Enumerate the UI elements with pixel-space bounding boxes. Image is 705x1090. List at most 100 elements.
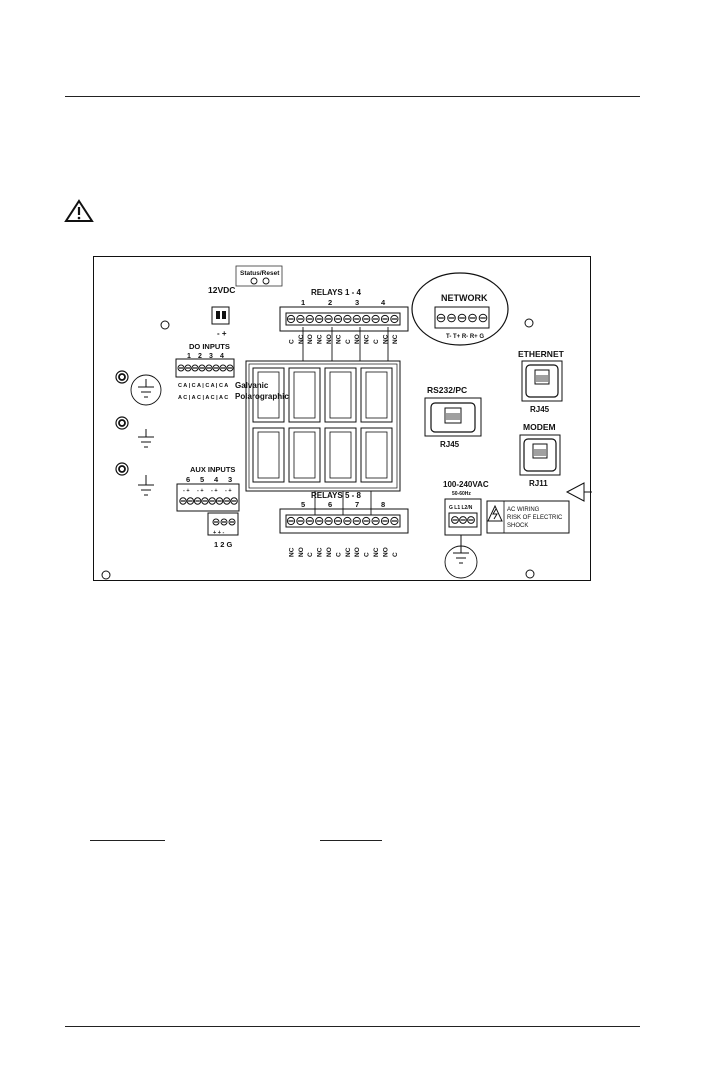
aux-inputs: AUX INPUTS 6 5 4 3 - + - + - + - + + + -…	[176, 465, 240, 549]
power-12vdc: 12VDC - +	[208, 285, 235, 338]
relay-cell	[360, 367, 393, 423]
rs232-port: RS232/PC RJ45	[424, 385, 482, 449]
reset-button	[262, 277, 270, 285]
aux-sign: - +	[183, 488, 190, 494]
ac-warning-line: RISK OF ELECTRIC	[507, 515, 563, 521]
network-pins: T- T+ R- R+ G	[446, 334, 484, 340]
wiring-panel-diagram: Status/Reset 12VDC - + RELAYS 1 - 4 1 2 …	[93, 256, 592, 581]
shock-hazard-icon	[487, 504, 503, 522]
rs232-jack: RJ45	[440, 440, 460, 449]
aux-sign: - +	[225, 488, 232, 494]
mounting-hole	[101, 570, 111, 580]
network: NETWORK T- T+ R- R+ G	[411, 272, 509, 346]
aux-number: 5	[200, 475, 204, 484]
terminal-label: NC	[317, 547, 324, 557]
terminal-label: NO	[298, 547, 305, 557]
network-title: NETWORK	[441, 293, 488, 303]
do-row2: A C | A C | A C | A C	[178, 395, 228, 401]
ethernet-jack: RJ45	[530, 405, 550, 414]
terminal-label: NC	[345, 547, 352, 557]
modem-jack: RJ11	[529, 479, 548, 488]
relay-number: 4	[381, 298, 386, 307]
terminal-label: C	[392, 552, 399, 557]
aux-inputs-title: AUX INPUTS	[190, 465, 235, 474]
terminal-label: NC	[392, 334, 399, 344]
aux-number: 3	[228, 475, 232, 484]
do-inputs: DO INPUTS 1 2 3 4 C A | C A | C A | C A …	[175, 342, 289, 401]
relay-cell	[288, 367, 321, 423]
relay-number: 7	[355, 500, 359, 509]
underline-right	[320, 840, 382, 841]
terminal-label: C	[335, 552, 342, 557]
galvanic-label: Galvanic	[235, 381, 269, 390]
status-led	[250, 277, 258, 285]
relay-number: 3	[355, 298, 359, 307]
relay-cell	[252, 427, 285, 483]
modem-port: MODEM RJ11	[519, 422, 561, 488]
relay-cell	[324, 367, 357, 423]
modem-title: MODEM	[523, 422, 556, 432]
relay-bank	[245, 360, 401, 492]
terminal-label: NC	[288, 547, 295, 557]
mounting-holes	[101, 318, 535, 580]
terminal-label: C	[345, 339, 352, 344]
ac-input: 100-240VAC 50-60Hz G L1 L2/N	[443, 480, 489, 579]
ac-warning-line: SHOCK	[507, 523, 528, 529]
relay-number: 1	[301, 298, 305, 307]
terminal-label: NC	[335, 334, 342, 344]
status-reset: Status/Reset	[235, 265, 283, 287]
relay-cell	[288, 427, 321, 483]
top-rule	[65, 96, 640, 97]
caution-icon	[64, 199, 94, 222]
ac-warning-line: AC WIRING	[507, 507, 540, 513]
ground-symbols	[115, 370, 162, 496]
power-12vdc-label: 12VDC	[208, 285, 235, 295]
terminal-label: NC	[298, 334, 305, 344]
relay-number: 6	[328, 500, 332, 509]
ethernet-title: ETHERNET	[518, 349, 565, 359]
ac-pins: G L1 L2/N	[449, 505, 473, 511]
terminal-label: NO	[326, 334, 333, 344]
relay-number: 8	[381, 500, 385, 509]
rs232-title: RS232/PC	[427, 385, 467, 395]
terminal-label: NC	[317, 334, 324, 344]
relays-bottom-title: RELAYS 5 - 8	[311, 491, 361, 500]
mounting-hole	[160, 320, 170, 330]
relays-top-title: RELAYS 1 - 4	[311, 288, 361, 297]
do-number: 3	[209, 353, 213, 360]
aux-sign: - +	[211, 488, 218, 494]
aux-sign: - +	[197, 488, 204, 494]
do-number: 2	[198, 353, 202, 360]
mounting-hole	[524, 318, 534, 328]
relay-number: 2	[328, 298, 332, 307]
terminal-label: NC	[382, 334, 389, 344]
status-reset-label: Status/Reset	[240, 270, 280, 277]
ac-freq: 50-60Hz	[452, 491, 471, 497]
terminal-label: NO	[354, 547, 361, 557]
terminal-label: NO	[307, 334, 314, 344]
power-12vdc-polarity: - +	[217, 329, 227, 338]
aux-lower-signs: + + -	[213, 530, 224, 536]
relay-cell	[324, 427, 357, 483]
relay-number: 5	[301, 500, 305, 509]
terminal-label: C	[373, 339, 380, 344]
do-row1: C A | C A | C A | C A	[178, 383, 228, 389]
do-number: 4	[220, 353, 224, 360]
do-inputs-title: DO INPUTS	[189, 342, 230, 351]
relay-cell	[360, 427, 393, 483]
aux-number: 4	[214, 475, 219, 484]
terminal-label: NO	[326, 547, 333, 557]
bottom-rule	[65, 1026, 640, 1027]
underline-left	[90, 840, 165, 841]
ac-title: 100-240VAC	[443, 480, 489, 489]
mounting-hole	[525, 569, 535, 579]
terminal-label: NC	[373, 547, 380, 557]
aux-number: 6	[186, 475, 190, 484]
terminal-label: NC	[364, 334, 371, 344]
terminal-label: C	[307, 552, 314, 557]
terminal-label: NO	[382, 547, 389, 557]
relay-cell	[252, 367, 285, 423]
terminal-label: C	[288, 339, 295, 344]
